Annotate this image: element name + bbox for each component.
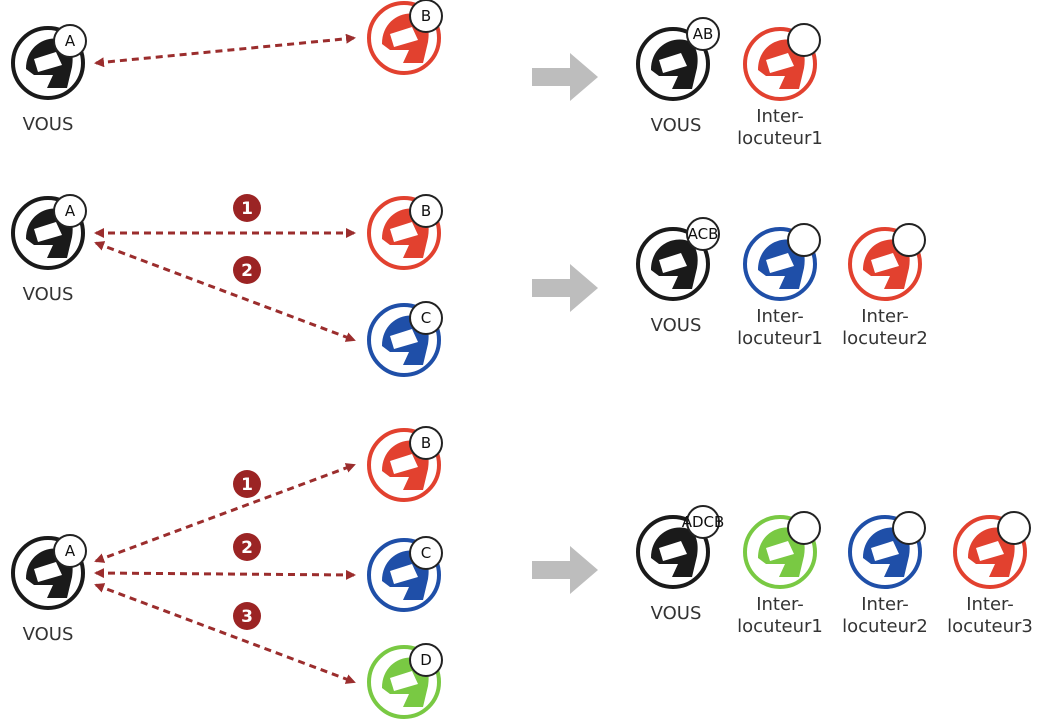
svg-text:A: A xyxy=(65,32,76,50)
you-badge: A xyxy=(53,194,87,228)
peer-badge-c: C xyxy=(409,301,443,335)
result-you-badge: ACB xyxy=(686,217,720,251)
result-arrow-icon xyxy=(532,53,598,101)
result-peer-label-line1: Inter- xyxy=(756,306,804,327)
you-badge: A xyxy=(53,534,87,568)
svg-text:AB: AB xyxy=(693,25,714,43)
result-peer-label-line1: Inter- xyxy=(861,306,909,327)
result-peer-label-line1: Inter- xyxy=(756,594,804,615)
svg-text:D: D xyxy=(420,651,432,669)
result-peer-label-line1: Inter- xyxy=(756,106,804,127)
result-peer-badge xyxy=(787,511,821,545)
svg-text:1: 1 xyxy=(241,199,253,219)
result-peer-label-line2: locuteur2 xyxy=(842,328,928,349)
svg-text:A: A xyxy=(65,542,76,560)
svg-text:B: B xyxy=(421,434,431,452)
pairing-arrow xyxy=(94,463,356,563)
result-arrow-icon xyxy=(532,546,598,594)
you-label: VOUS xyxy=(23,624,74,645)
svg-text:B: B xyxy=(421,202,431,220)
svg-text:1: 1 xyxy=(241,475,253,495)
step-marker-2: 2 xyxy=(233,533,261,561)
svg-text:B: B xyxy=(421,7,431,25)
result-you-helmet-icon xyxy=(636,27,710,101)
result-peer-label-line2: locuteur3 xyxy=(947,616,1033,637)
result-peer-badge xyxy=(892,511,926,545)
step-marker-1: 1 xyxy=(233,194,261,222)
step-marker-2: 2 xyxy=(233,256,261,284)
result-you-label: VOUS xyxy=(651,603,702,624)
pairing-arrow xyxy=(94,583,356,684)
step-marker-3: 3 xyxy=(233,602,261,630)
result-arrow-icon xyxy=(532,264,598,312)
svg-text:ACB: ACB xyxy=(688,225,719,243)
svg-text:ADCB: ADCB xyxy=(682,513,725,531)
result-you-badge: AB xyxy=(686,17,720,51)
pairing-arrow xyxy=(94,568,356,580)
result-peer-label-line2: locuteur1 xyxy=(737,328,823,349)
you-label: VOUS xyxy=(23,114,74,135)
result-you-label: VOUS xyxy=(651,315,702,336)
peer-badge-c: C xyxy=(409,536,443,570)
peer-badge-d: D xyxy=(409,643,443,677)
result-peer-badge xyxy=(892,223,926,257)
you-label: VOUS xyxy=(23,284,74,305)
step-marker-1: 1 xyxy=(233,470,261,498)
you-badge: A xyxy=(53,24,87,58)
peer-badge-b: B xyxy=(409,426,443,460)
pairing-arrow xyxy=(94,33,356,68)
result-you-helmet-icon xyxy=(636,227,710,301)
svg-text:3: 3 xyxy=(241,607,253,627)
svg-text:2: 2 xyxy=(241,538,253,558)
result-peer-badge xyxy=(787,23,821,57)
result-you-helmet-icon xyxy=(636,515,710,589)
svg-text:C: C xyxy=(421,544,431,562)
peer-badge-b: B xyxy=(409,194,443,228)
svg-text:2: 2 xyxy=(241,261,253,281)
pairing-arrow xyxy=(94,241,356,342)
result-peer-badge xyxy=(787,223,821,257)
result-peer-label-line2: locuteur1 xyxy=(737,616,823,637)
result-peer-badge xyxy=(997,511,1031,545)
result-peer-label-line2: locuteur1 xyxy=(737,128,823,149)
peer-badge-b: B xyxy=(409,0,443,33)
result-you-badge: ADCB xyxy=(682,505,725,539)
svg-text:A: A xyxy=(65,202,76,220)
result-you-label: VOUS xyxy=(651,115,702,136)
result-peer-label-line1: Inter- xyxy=(966,594,1014,615)
result-peer-label-line1: Inter- xyxy=(861,594,909,615)
result-peer-label-line2: locuteur2 xyxy=(842,616,928,637)
svg-text:C: C xyxy=(421,309,431,327)
